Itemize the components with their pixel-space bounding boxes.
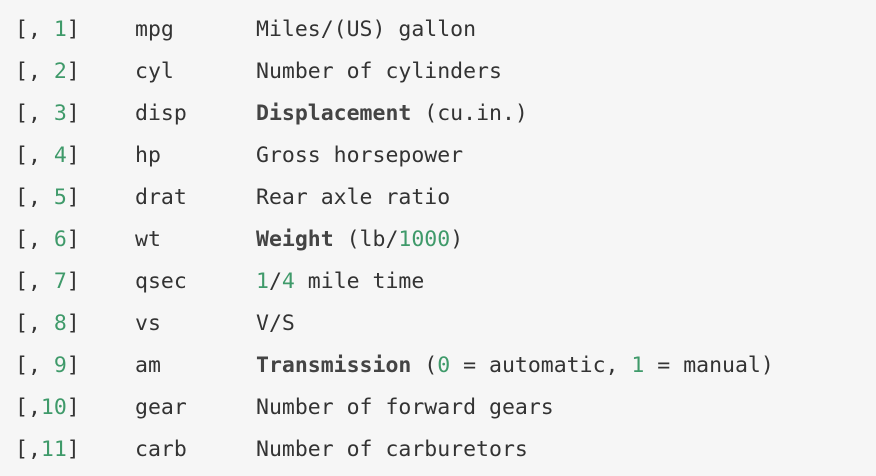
variable-description: Weight (lb/1000) bbox=[256, 219, 463, 261]
desc-segment: V/S bbox=[256, 311, 295, 336]
row-index: [, 3] bbox=[15, 101, 80, 126]
variable-row: [, 3] disp Displacement (cu.in.) bbox=[0, 93, 876, 135]
row-index: [, 6] bbox=[15, 227, 80, 252]
index-number: 10 bbox=[40, 395, 67, 420]
index-number: 2 bbox=[53, 59, 67, 84]
desc-segment: 1 bbox=[631, 353, 645, 378]
index-number: 1 bbox=[53, 17, 67, 42]
variable-description: Transmission (0 = automatic, 1 = manual) bbox=[256, 345, 774, 387]
index-pad bbox=[41, 185, 54, 210]
variable-name: disp bbox=[135, 101, 187, 126]
index-pad bbox=[41, 353, 54, 378]
variable-row: [, 2] cyl Number of cylinders bbox=[0, 51, 876, 93]
desc-segment: 4 bbox=[281, 269, 295, 294]
desc-segment: Displacement bbox=[256, 101, 412, 126]
variable-description: Displacement (cu.in.) bbox=[256, 93, 528, 135]
desc-segment: mile time bbox=[294, 269, 425, 294]
variable-row: [, 8] vs V/S bbox=[0, 303, 876, 345]
variable-description: Number of forward gears bbox=[256, 387, 554, 429]
variable-name: am bbox=[135, 353, 161, 378]
variable-description: Miles/(US) gallon bbox=[256, 9, 476, 51]
variable-name: qsec bbox=[135, 269, 187, 294]
desc-segment: (cu.in.) bbox=[411, 101, 528, 126]
index-number: 11 bbox=[40, 437, 67, 462]
index-number: 5 bbox=[53, 185, 67, 210]
desc-segment: 1 bbox=[256, 269, 269, 294]
desc-segment: Number of carburetors bbox=[256, 437, 528, 462]
index-pad bbox=[41, 269, 54, 294]
variable-row: [, 7] qsec 1/4 mile time bbox=[0, 261, 876, 303]
desc-segment: = automatic, bbox=[450, 353, 632, 378]
row-index: [, 9] bbox=[15, 353, 80, 378]
row-index: [, 8] bbox=[15, 311, 80, 336]
desc-segment: Transmission bbox=[256, 353, 412, 378]
variable-name: wt bbox=[135, 227, 161, 252]
desc-segment: 0 bbox=[437, 353, 451, 378]
variable-description: V/S bbox=[256, 303, 295, 345]
desc-segment: 1000 bbox=[398, 227, 451, 252]
desc-segment: Miles/(US) gallon bbox=[256, 17, 477, 42]
desc-segment: Weight bbox=[256, 227, 334, 252]
variable-row: [, 4] hp Gross horsepower bbox=[0, 135, 876, 177]
index-number: 4 bbox=[53, 143, 67, 168]
variable-name: gear bbox=[135, 395, 187, 420]
index-number: 8 bbox=[53, 311, 67, 336]
index-pad bbox=[41, 311, 54, 336]
variable-description: Number of carburetors bbox=[256, 429, 528, 471]
variable-name: drat bbox=[135, 185, 187, 210]
index-pad bbox=[41, 17, 54, 42]
variable-name: cyl bbox=[135, 59, 174, 84]
index-number: 6 bbox=[53, 227, 67, 252]
variable-name: vs bbox=[135, 311, 161, 336]
index-pad bbox=[41, 227, 54, 252]
variable-description: Number of cylinders bbox=[256, 51, 502, 93]
index-number: 9 bbox=[53, 353, 67, 378]
index-pad bbox=[41, 143, 54, 168]
index-pad bbox=[41, 59, 54, 84]
variable-description: Gross horsepower bbox=[256, 135, 463, 177]
row-index: [, 1] bbox=[15, 17, 80, 42]
variable-row: [, 9] am Transmission (0 = automatic, 1 … bbox=[0, 345, 876, 387]
desc-segment: Number of forward gears bbox=[256, 395, 554, 420]
variable-row: [, 1] mpg Miles/(US) gallon bbox=[0, 9, 876, 51]
desc-segment: Gross horsepower bbox=[256, 143, 464, 168]
index-number: 7 bbox=[53, 269, 67, 294]
desc-segment: Rear axle ratio bbox=[256, 185, 451, 210]
variable-name: mpg bbox=[135, 17, 174, 42]
row-index: [,10] bbox=[15, 395, 80, 420]
desc-segment: (lb/ bbox=[333, 227, 399, 252]
row-index: [,11] bbox=[15, 437, 80, 462]
variable-row: [, 6] wt Weight (lb/1000) bbox=[0, 219, 876, 261]
variable-description: Rear axle ratio bbox=[256, 177, 450, 219]
row-index: [, 4] bbox=[15, 143, 80, 168]
desc-segment: ( bbox=[411, 353, 438, 378]
variable-row: [, 5] drat Rear axle ratio bbox=[0, 177, 876, 219]
desc-segment: / bbox=[268, 269, 282, 294]
row-index: [, 2] bbox=[15, 59, 80, 84]
variable-row: [,11] carb Number of carburetors bbox=[0, 429, 876, 471]
row-index: [, 5] bbox=[15, 185, 80, 210]
variable-name: hp bbox=[135, 143, 161, 168]
variable-description: 1/4 mile time bbox=[256, 261, 424, 303]
desc-segment: Number of cylinders bbox=[256, 59, 502, 84]
desc-segment: ) bbox=[450, 227, 464, 252]
desc-segment: = manual) bbox=[644, 353, 774, 378]
index-number: 3 bbox=[53, 101, 67, 126]
variable-row: [,10] gear Number of forward gears bbox=[0, 387, 876, 429]
row-index: [, 7] bbox=[15, 269, 80, 294]
variable-name: carb bbox=[135, 437, 187, 462]
index-pad bbox=[41, 101, 54, 126]
